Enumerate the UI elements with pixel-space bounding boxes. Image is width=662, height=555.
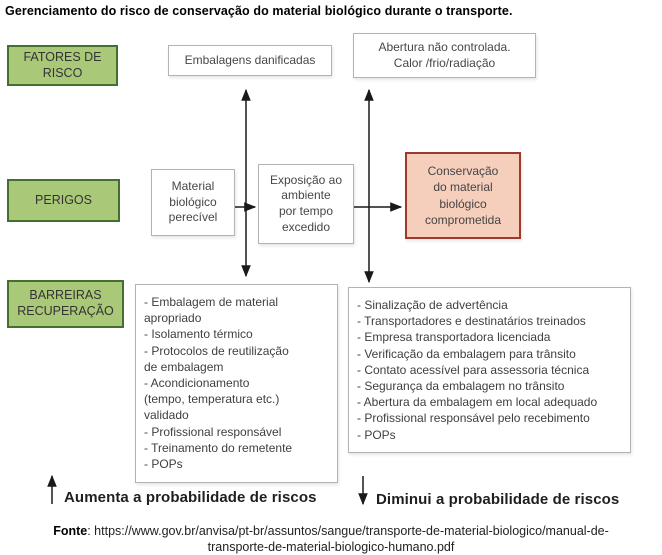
row-label-fatores-de-risco: FATORES DE RISCO xyxy=(7,45,118,86)
box-abertura-nao-controlada: Abertura não controlada. Calor /frio/rad… xyxy=(353,33,536,78)
source-label: Fonte xyxy=(53,524,88,538)
row-label-barreiras-recuperacao: BARREIRAS RECUPERAÇÃO xyxy=(7,280,124,328)
list-item: - Protocolos de reutilização de embalage… xyxy=(144,343,289,374)
list-item: - Empresa transportadora licenciada xyxy=(357,330,551,345)
legend-aumenta-label: Aumenta a probabilidade de riscos xyxy=(64,489,317,506)
list-item: - Transportadores e destinatários treina… xyxy=(357,314,586,329)
box-conservacao-comprometida: Conservação do material biológico compro… xyxy=(405,152,521,239)
diagram-title: Gerenciamento do risco de conservação do… xyxy=(5,4,513,18)
list-item: - Profissional responsável pelo recebime… xyxy=(357,411,590,426)
list-barriers-left: - Embalagem de material apropriado - Iso… xyxy=(135,284,338,483)
box-embalagens-danificadas: Embalagens danificadas xyxy=(168,45,332,76)
list-item: - Contato acessível para assessoria técn… xyxy=(357,362,590,377)
legend-diminui-label: Diminui a probabilidade de riscos xyxy=(376,491,620,508)
list-item: - Isolamento térmico xyxy=(144,327,253,342)
list-item: - Abertura da embalagem em local adequad… xyxy=(357,395,598,410)
box-material-biologico-perecivel: Material biológico perecível xyxy=(151,169,235,236)
list-item: - Embalagem de material apropriado xyxy=(144,295,279,326)
list-item: - POPs xyxy=(144,456,183,471)
list-item: - Treinamento do remetente xyxy=(144,440,293,455)
box-exposicao-ambiente: Exposição ao ambiente por tempo excedido xyxy=(258,164,354,244)
list-item: - Segurança da embalagem no trânsito xyxy=(357,378,565,393)
list-barriers-right: - Sinalização de advertência - Transport… xyxy=(348,287,631,453)
list-item: - Sinalização de advertência xyxy=(357,298,508,312)
list-item: - Acondicionamento (tempo, temperatura e… xyxy=(144,375,280,423)
row-label-perigos: PERIGOS xyxy=(7,179,120,222)
source-url: : https://www.gov.br/anvisa/pt-br/assunt… xyxy=(87,524,609,555)
list-item: - Verificação da embalagem para trânsito xyxy=(357,346,576,361)
list-item: - Profissional responsável xyxy=(144,424,282,439)
list-item: - POPs xyxy=(357,427,396,442)
source-citation: Fonte: https://www.gov.br/anvisa/pt-br/a… xyxy=(0,523,662,555)
